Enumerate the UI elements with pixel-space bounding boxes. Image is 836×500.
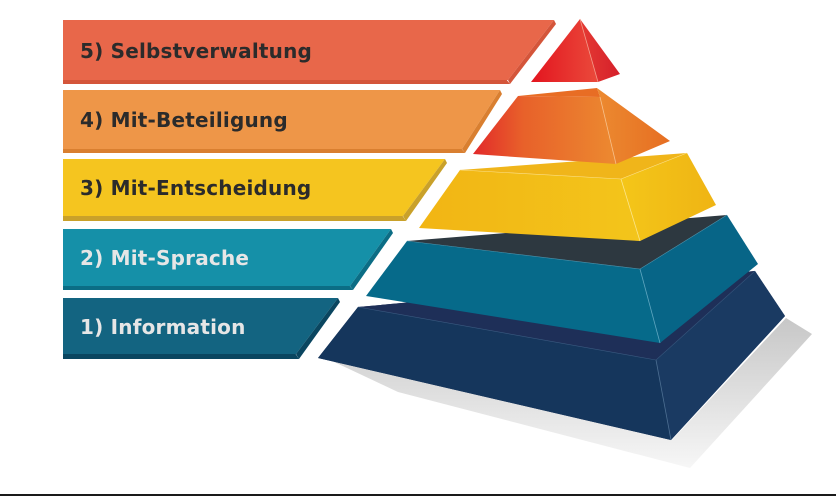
level-1-label: 1) Information [80,315,246,339]
pyramid-level-4 [473,88,670,165]
label-band-1 [63,298,340,359]
label-band-4 [63,90,502,153]
label-band-5 [63,20,556,84]
level-3-label: 3) Mit-Entscheidung [80,176,312,200]
pyramid-level-2 [366,214,758,344]
bottom-border-line [0,494,836,496]
label-band-2 [63,229,393,290]
pyramid-level-5 [531,18,620,83]
level-5-label: 5) Selbstverwaltung [80,39,313,63]
level-4-label: 4) Mit-Beteiligung [80,108,288,132]
label-band-3 [63,159,447,221]
pyramid-shadow [330,318,812,468]
level-2-label: 2) Mit-Sprache [80,246,250,270]
pyramid-level-3 [419,152,716,242]
